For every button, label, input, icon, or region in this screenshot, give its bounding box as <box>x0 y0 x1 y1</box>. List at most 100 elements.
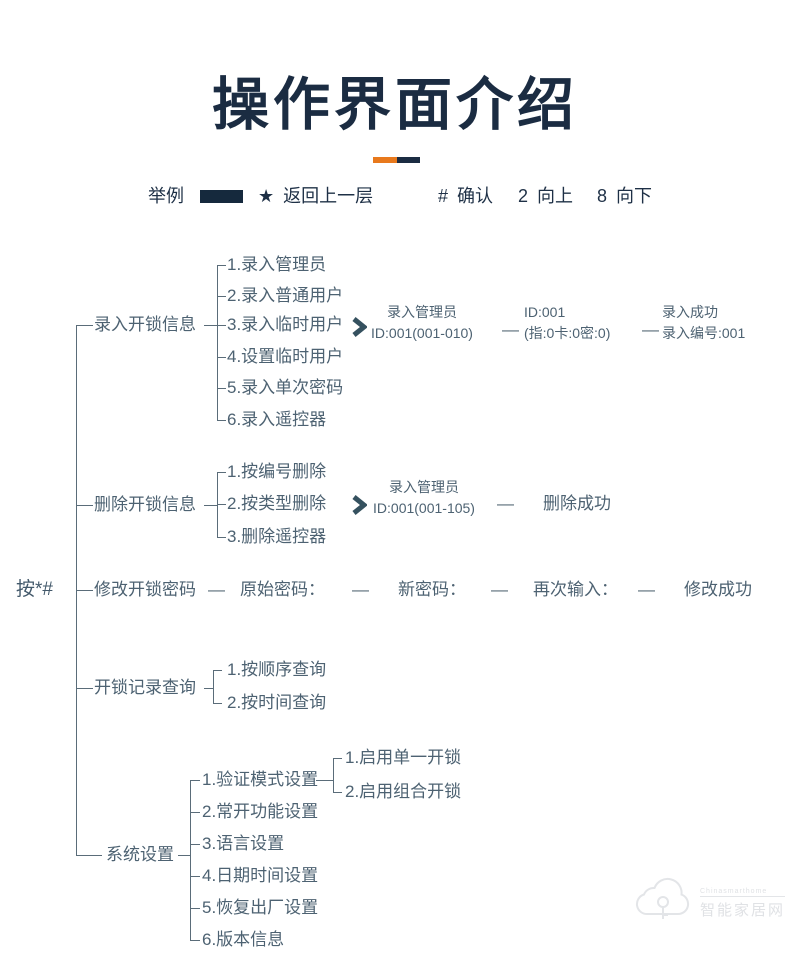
menu-item: 3.语言设置 <box>202 834 285 853</box>
flow-screen-id-status: ID:001 (指:0卡:0密:0) <box>524 302 610 344</box>
connector-line <box>217 537 226 538</box>
tree-root-label: 按*# <box>16 579 53 600</box>
flow-line1: 录入成功 <box>662 304 718 320</box>
branch-label-system-settings: 系统设置 <box>106 845 174 864</box>
connector-line <box>190 940 200 941</box>
menu-item: 1.录入管理员 <box>227 255 327 274</box>
connector-line <box>190 780 191 940</box>
connector-line <box>213 670 214 703</box>
menu-item: 2.启用组合开锁 <box>345 782 462 801</box>
page-title: 操作界面介绍 <box>212 73 578 137</box>
flow-result-delete-success: 删除成功 <box>543 494 611 513</box>
menu-item: 6.版本信息 <box>202 930 285 949</box>
star-icon: ★ <box>258 186 275 206</box>
connector-line <box>190 908 200 909</box>
chevron-right-icon <box>351 495 369 520</box>
branch-label-enroll: 录入开锁信息 <box>94 315 196 334</box>
menu-item: 6.录入遥控器 <box>227 410 327 429</box>
flow-dash: — <box>642 320 659 339</box>
branch-label-delete: 删除开锁信息 <box>94 495 196 514</box>
flow-step-new-password: 新密码： <box>398 580 466 599</box>
branch-label-change-password: 修改开锁密码 <box>94 580 196 599</box>
connector-line <box>316 780 333 781</box>
flow-step-old-password: 原始密码： <box>240 580 325 599</box>
flow-line1: 录入管理员 <box>389 479 459 495</box>
connector-line <box>204 325 217 326</box>
title-underline <box>373 157 420 163</box>
flow-line1: ID:001 <box>524 304 566 320</box>
flow-dash: — <box>638 580 655 599</box>
watermark-text-cn: 智能家居网 <box>700 901 786 919</box>
legend-item-label: 确认 <box>457 186 494 206</box>
connector-line <box>204 688 213 689</box>
legend-item-down: 8 向下 <box>597 186 652 206</box>
menu-item: 5.录入单次密码 <box>227 378 344 397</box>
connector-line <box>217 265 226 266</box>
flow-line2: ID:001(001-010) <box>371 325 473 341</box>
legend-key-swatch <box>200 190 243 203</box>
connector-line <box>217 357 226 358</box>
connector-line <box>190 876 200 877</box>
connector-line <box>76 688 93 689</box>
connector-line <box>217 388 226 389</box>
legend-item-up: 2 向上 <box>518 186 573 206</box>
flow-line1: 录入管理员 <box>387 304 457 320</box>
menu-item: 1.按编号删除 <box>227 462 327 481</box>
menu-item: 3.删除遥控器 <box>227 527 327 546</box>
legend-item-label: 返回上一层 <box>283 186 374 206</box>
connector-line <box>217 325 226 326</box>
underline-navy-segment <box>397 157 420 163</box>
flow-dash: — <box>497 494 514 513</box>
watermark: Chinasmarthome 智能家居网 <box>632 874 786 933</box>
connector-line <box>333 758 342 759</box>
connector-line <box>213 670 222 671</box>
connector-line <box>213 703 222 704</box>
underline-orange-segment <box>373 157 397 163</box>
connector-line <box>76 855 102 856</box>
menu-item: 4.日期时间设置 <box>202 866 319 885</box>
menu-item: 2.常开功能设置 <box>202 802 319 821</box>
flow-step-reenter: 再次输入： <box>533 580 618 599</box>
menu-item: 2.录入普通用户 <box>227 286 344 305</box>
flow-screen-enroll-admin: 录入管理员 ID:001(001-010) <box>370 302 474 344</box>
flow-line2: (指:0卡:0密:0) <box>524 325 611 341</box>
connector-line <box>76 505 93 506</box>
flow-screen-delete-admin: 录入管理员 ID:001(001-105) <box>372 477 476 519</box>
watermark-text-en: Chinasmarthome <box>700 888 786 897</box>
menu-item: 1.验证模式设置 <box>202 770 319 789</box>
menu-item: 5.恢复出厂设置 <box>202 898 319 917</box>
flow-dash: — <box>491 580 508 599</box>
connector-line <box>217 296 226 297</box>
menu-item: 1.启用单一开锁 <box>345 748 462 767</box>
connector-line <box>76 325 93 326</box>
menu-item: 2.按时间查询 <box>227 693 327 712</box>
connector-line <box>217 472 226 473</box>
connector-line <box>204 505 217 506</box>
flow-screen-enroll-success: 录入成功 录入编号:001 <box>662 302 745 344</box>
menu-item: 2.按类型删除 <box>227 494 327 513</box>
branch-label-records: 开锁记录查询 <box>94 678 196 697</box>
menu-item: 1.按顺序查询 <box>227 660 327 679</box>
flow-line2: ID:001(001-105) <box>373 500 475 516</box>
connector-line <box>217 504 226 505</box>
legend-item-confirm: # 确认 <box>438 186 493 206</box>
flow-dash: — <box>502 320 519 339</box>
hash-icon: # <box>438 186 449 206</box>
flow-line2: 录入编号:001 <box>662 325 746 341</box>
key-8-glyph: 8 <box>597 186 608 206</box>
connector-line <box>178 855 190 856</box>
connector-line <box>190 812 200 813</box>
connector-line <box>190 844 200 845</box>
chevron-right-icon <box>351 317 369 342</box>
key-2-glyph: 2 <box>518 186 529 206</box>
legend-item-label: 向下 <box>616 186 653 206</box>
flow-dash: — <box>208 580 225 599</box>
flow-result-change-success: 修改成功 <box>684 580 752 599</box>
connector-line <box>217 420 226 421</box>
connector-line <box>333 758 334 792</box>
menu-item: 3.录入临时用户 <box>227 315 344 334</box>
connector-line <box>76 590 93 591</box>
flow-dash: — <box>352 580 369 599</box>
connector-line <box>333 792 342 793</box>
